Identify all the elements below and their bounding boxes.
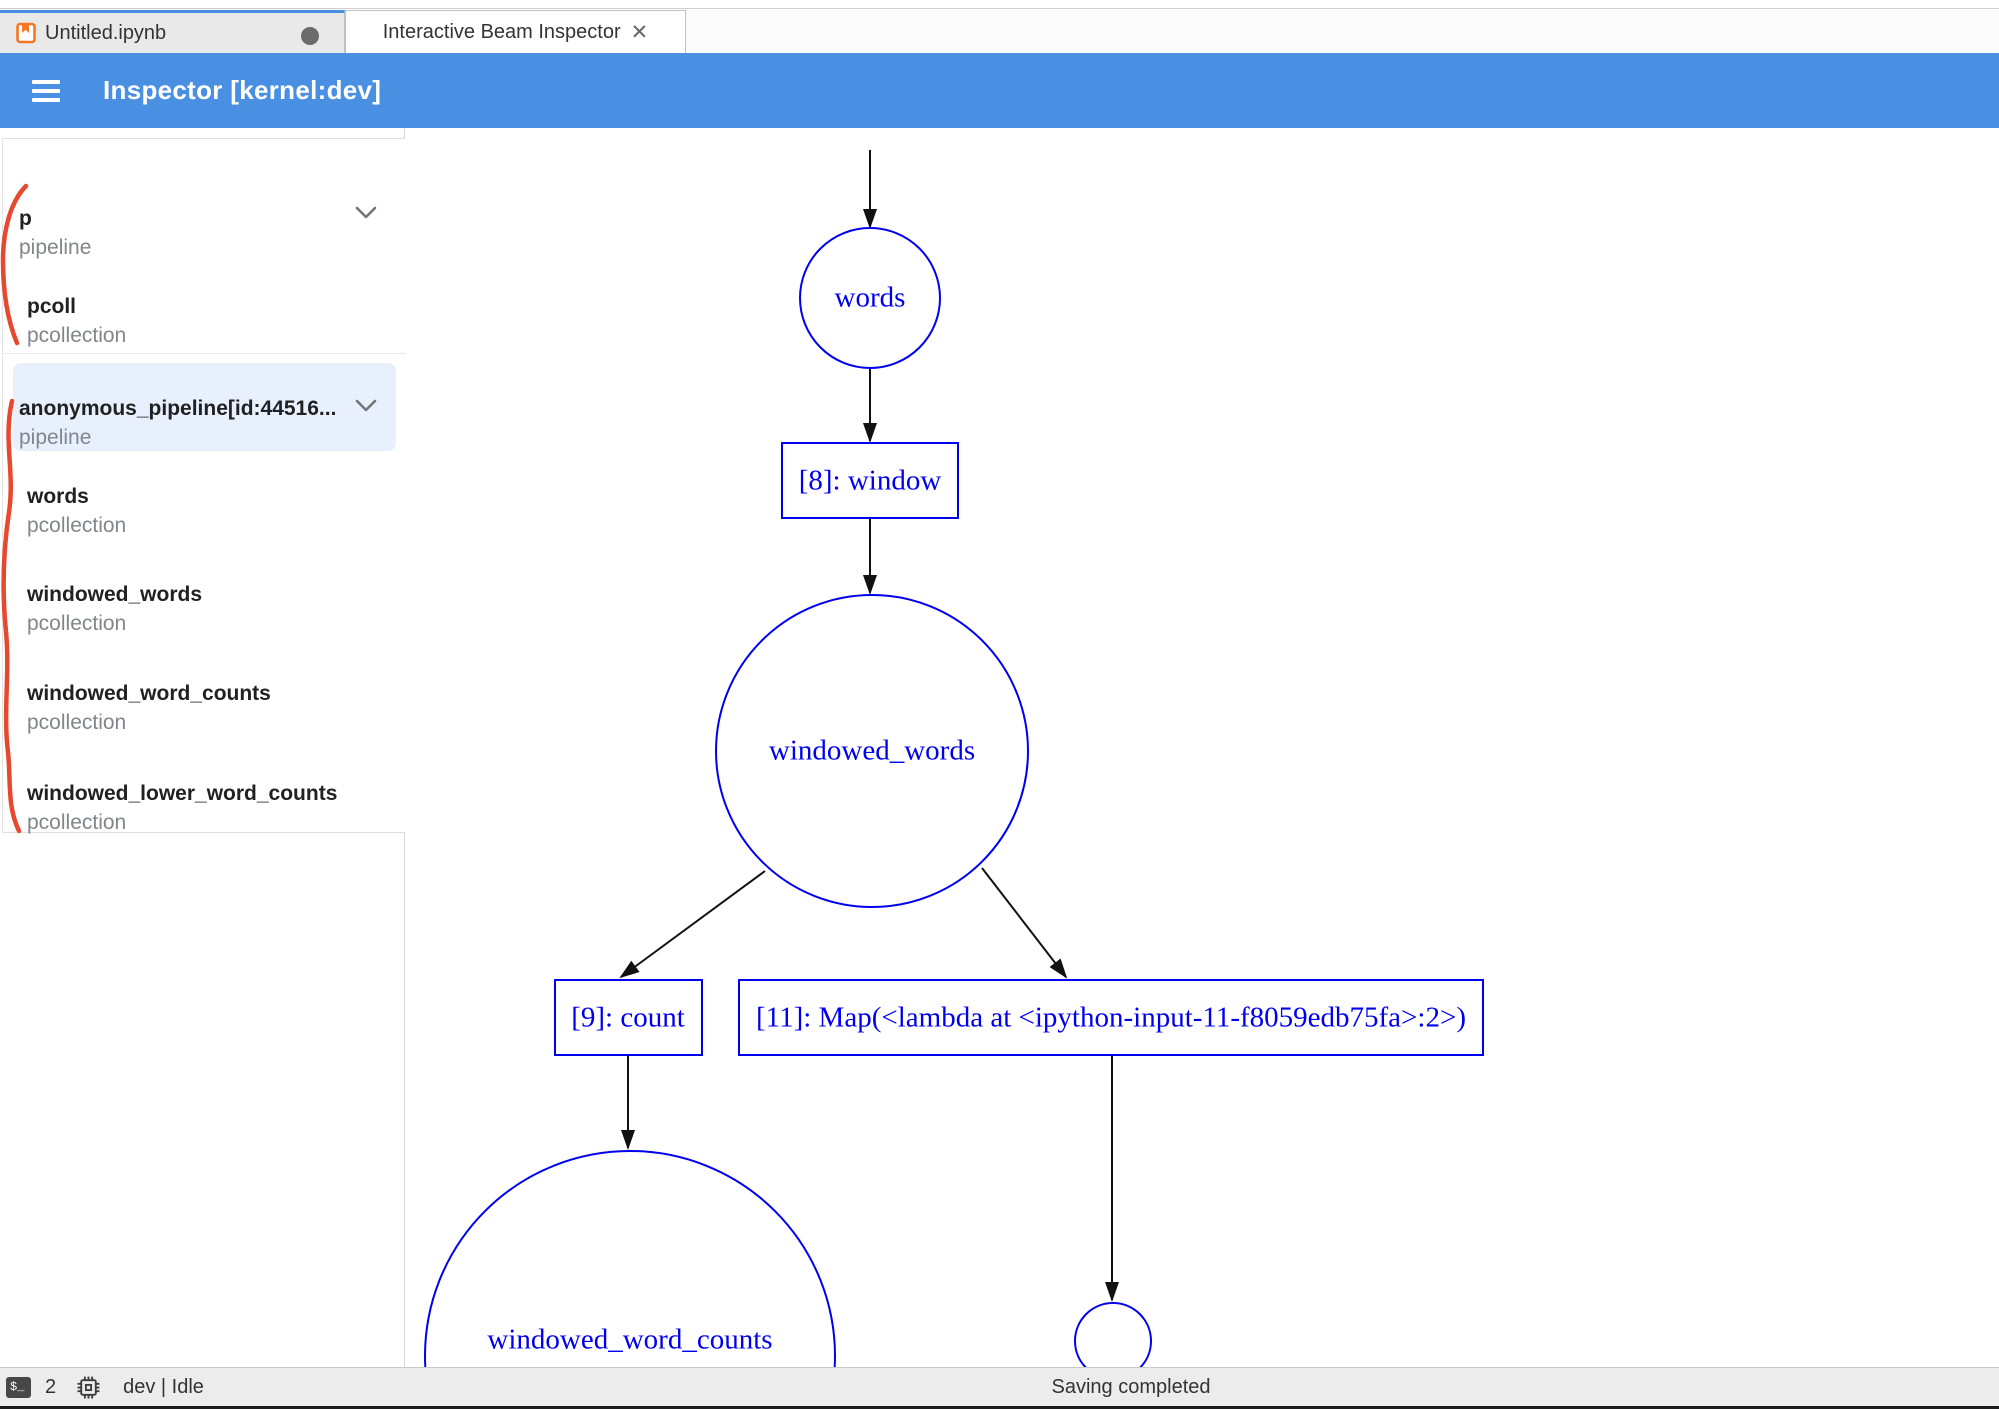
sidebar-item-p[interactable]: p pipeline <box>3 204 396 262</box>
item-name: windowed_lower_word_counts <box>27 782 338 805</box>
window-bottom-edge <box>0 1406 1999 1409</box>
node-map-rect <box>738 979 1484 1056</box>
terminal-icon[interactable]: $_ <box>6 1376 31 1398</box>
item-name: windowed_word_counts <box>27 682 271 705</box>
node-label-map: [11]: Map(<lambda at <ipython-input-11-f… <box>756 1001 1466 1034</box>
sidebar-item-pcoll[interactable]: pcoll pcollection <box>3 292 396 350</box>
item-name: anonymous_pipeline[id:44516... <box>19 397 337 420</box>
item-type: pcollection <box>27 811 127 834</box>
selected-item-highlight <box>13 363 396 451</box>
node-words-circle <box>799 227 941 369</box>
close-icon[interactable]: ✕ <box>630 20 649 44</box>
pipeline-list: p pipeline pcoll pcollection anonymous_p… <box>2 138 406 834</box>
item-type: pcollection <box>27 612 127 635</box>
tab-bar: Untitled.ipynb Interactive Beam Inspecto… <box>0 10 1999 53</box>
node-windowed-words-circle <box>715 594 1029 908</box>
pipeline-sidebar: p pipeline pcoll pcollection anonymous_p… <box>0 128 406 1367</box>
node-count-rect <box>554 979 703 1056</box>
list-divider <box>3 353 406 354</box>
tab-untitled-notebook[interactable]: Untitled.ipynb <box>0 10 345 53</box>
node-label-windowed-words: windowed_words <box>768 734 976 767</box>
content-area: p pipeline pcoll pcollection anonymous_p… <box>0 128 1484 1367</box>
save-status-message: Saving completed <box>1051 1375 1211 1398</box>
chevron-down-icon[interactable] <box>355 206 377 220</box>
node-label-windowed-word-counts: windowed_word_counts <box>487 1323 773 1356</box>
edge-windowedwords-count <box>619 870 766 979</box>
sidebar-item-windowed-words[interactable]: windowed_words pcollection <box>3 580 396 638</box>
sidebar-item-anonymous-pipeline[interactable]: anonymous_pipeline[id:44516... pipeline <box>3 394 396 452</box>
node-windowed-lower-word-counts-circle <box>1074 1302 1152 1367</box>
graph-edges <box>619 150 1119 1302</box>
tab-beam-inspector[interactable]: Interactive Beam Inspector ✕ <box>345 10 686 53</box>
item-type: pipeline <box>19 236 92 259</box>
chevron-down-icon[interactable] <box>355 399 377 413</box>
node-label-words: words <box>834 281 906 314</box>
node-window-rect <box>781 442 959 519</box>
item-name: pcoll <box>27 295 77 318</box>
node-windowed-word-counts-circle <box>424 1150 836 1367</box>
notebook-icon <box>16 22 36 44</box>
kernel-status[interactable]: dev | Idle <box>123 1375 204 1398</box>
item-name: windowed_words <box>27 583 203 606</box>
node-label-window: [8]: window <box>798 464 942 497</box>
sidebar-item-windowed-lower-word-counts[interactable]: windowed_lower_word_counts pcollection <box>3 779 396 837</box>
page-title: Inspector [kernel:dev] <box>103 75 382 105</box>
item-type: pcollection <box>27 324 127 347</box>
item-type: pcollection <box>27 514 127 537</box>
status-bar: $_ 2 dev | Idle Saving completed <box>0 1367 1999 1406</box>
window-top-strip <box>0 0 1999 9</box>
item-type: pipeline <box>19 426 92 449</box>
node-label-count: [9]: count <box>571 1001 685 1034</box>
sidebar-item-words[interactable]: words pcollection <box>3 482 396 540</box>
tab-label: Interactive Beam Inspector <box>382 20 621 43</box>
inspector-header: Inspector [kernel:dev] <box>0 53 1999 128</box>
menu-icon[interactable] <box>32 79 60 102</box>
sidebar-item-windowed-word-counts[interactable]: windowed_word_counts pcollection <box>3 679 396 737</box>
terminal-count: 2 <box>45 1375 57 1398</box>
unsaved-changes-dot <box>301 27 319 45</box>
kernel-chip-icon[interactable] <box>76 1375 101 1400</box>
edge-windowedwords-map <box>981 867 1068 979</box>
item-name: p <box>19 207 32 230</box>
item-type: pcollection <box>27 711 127 734</box>
item-name: words <box>27 485 89 508</box>
tab-label: Untitled.ipynb <box>45 21 167 44</box>
